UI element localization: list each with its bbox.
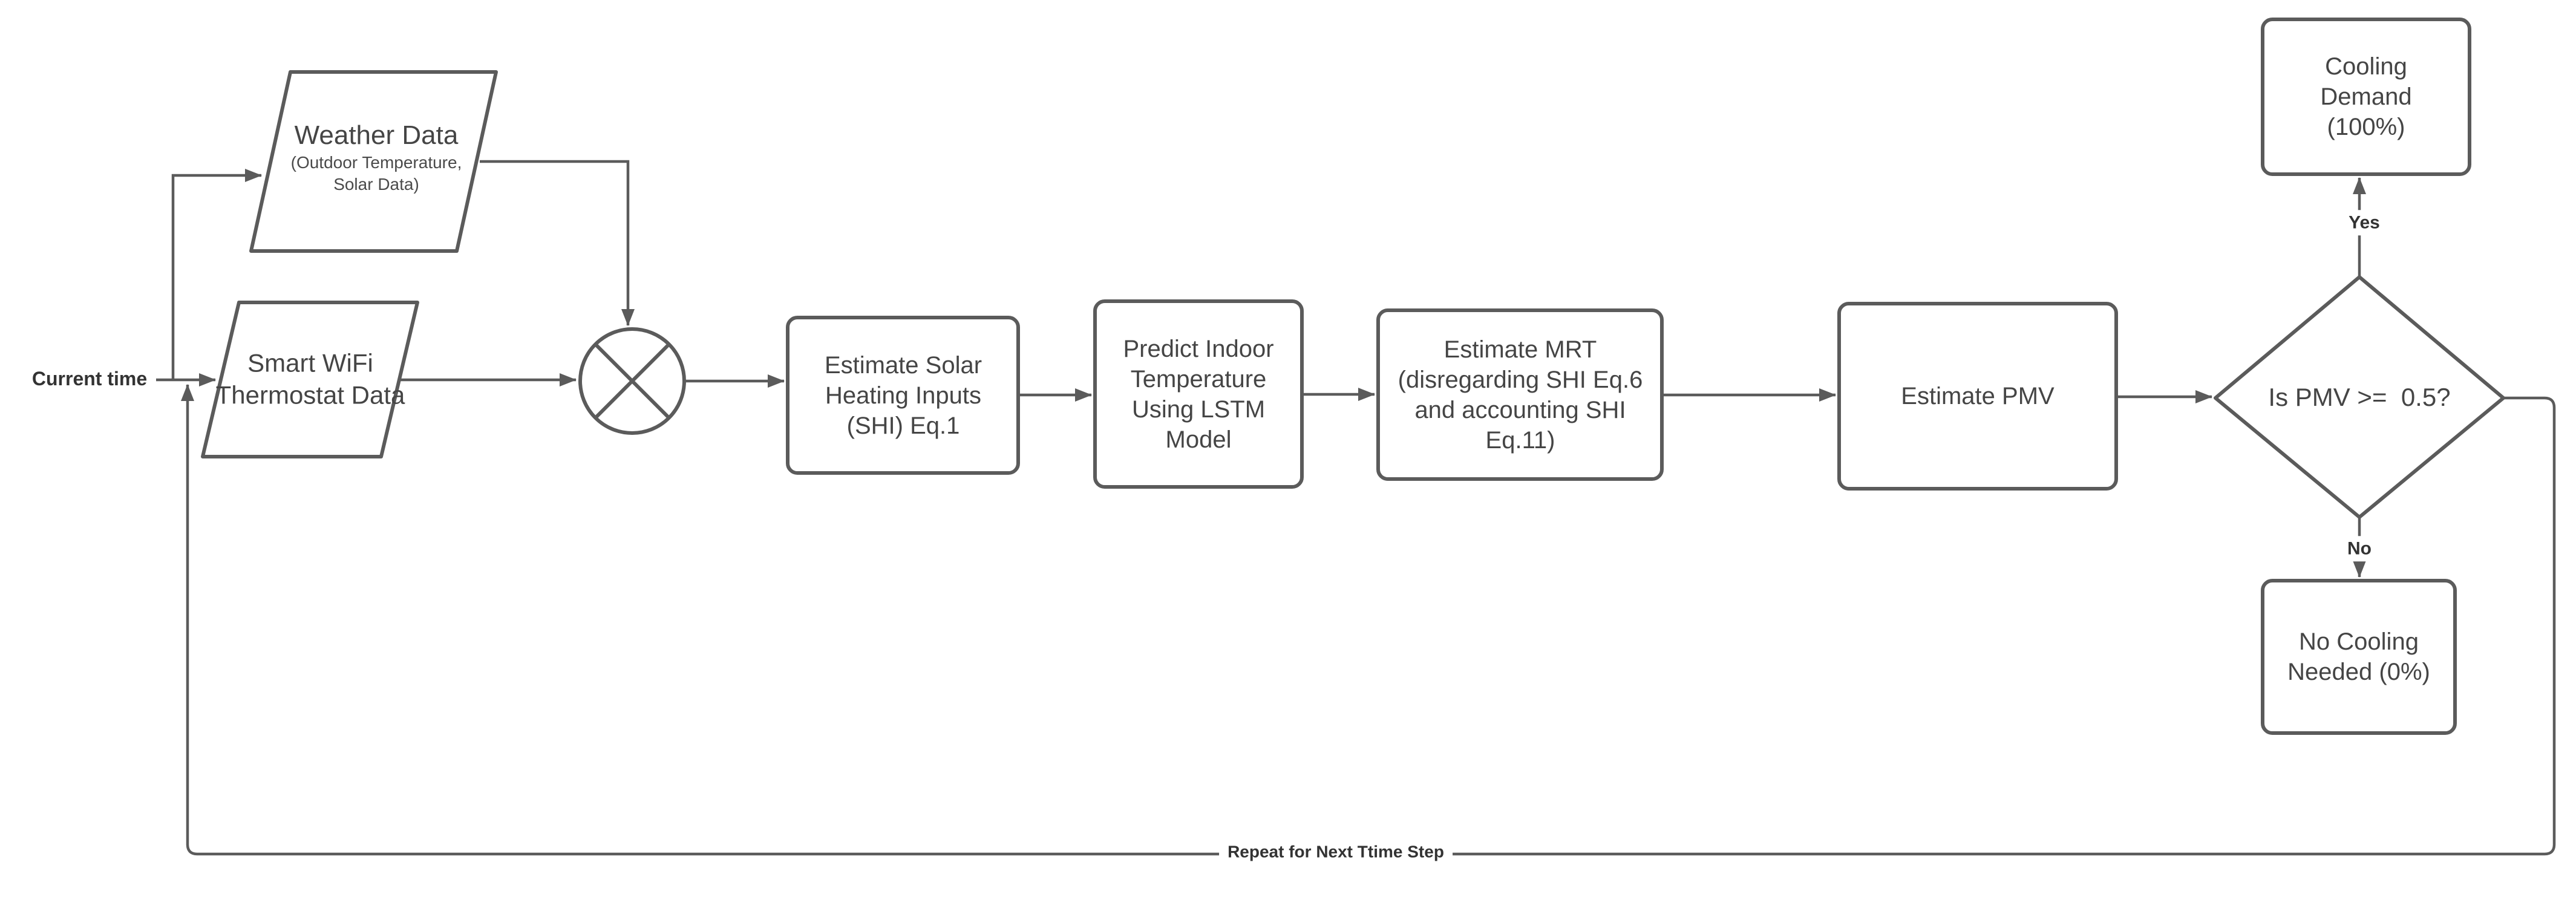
pmv-node-label: Estimate PMV	[1901, 383, 2055, 409]
shi-node-label: Estimate Solar Heating Inputs (SHI) Eq.1	[824, 352, 982, 439]
weather-data-node-label: Weather Data (Outdoor Temperature, Solar…	[273, 119, 479, 196]
pmv-decision-diamond	[2214, 275, 2505, 519]
connector-repeat-feedback-loop	[181, 384, 2556, 856]
mrt-process-box	[1376, 308, 1664, 481]
cooling-demand-box	[2261, 18, 2471, 176]
thermostat-data-parallelogram	[201, 301, 419, 458]
multiply-junction-icon	[578, 327, 686, 435]
decision-node-label: Is PMV >= 0.5?	[2268, 382, 2451, 411]
cooling-demand-label: Cooling Demand (100%)	[2320, 53, 2412, 140]
current-time-label: Current time	[31, 368, 148, 390]
weather-data-parallelogram	[249, 70, 498, 253]
no-branch-label: No	[2342, 536, 2376, 561]
connector-weather-to-combiner	[480, 160, 635, 326]
shi-process-box	[786, 316, 1020, 475]
mrt-node-label: Estimate MRT (disregarding SHI Eq.6 and …	[1398, 336, 1643, 454]
pmv-process-box	[1837, 302, 2118, 491]
connector-currenttime-to-weather	[171, 169, 262, 380]
yes-branch-label: Yes	[2344, 210, 2385, 235]
lstm-process-box	[1093, 299, 1304, 489]
no-cooling-label: No Cooling Needed (0%)	[2287, 628, 2430, 685]
weather-data-subtitle: (Outdoor Temperature, Solar Data)	[290, 153, 462, 194]
no-cooling-box	[2261, 579, 2457, 735]
thermostat-node-label: Smart WiFi Thermostat Data	[215, 348, 405, 409]
weather-data-title: Weather Data	[294, 120, 459, 151]
repeat-loop-label: Repeat for Next Ttime Step	[1219, 840, 1453, 864]
lstm-node-label: Predict Indoor Temperature Using LSTM Mo…	[1123, 336, 1274, 453]
